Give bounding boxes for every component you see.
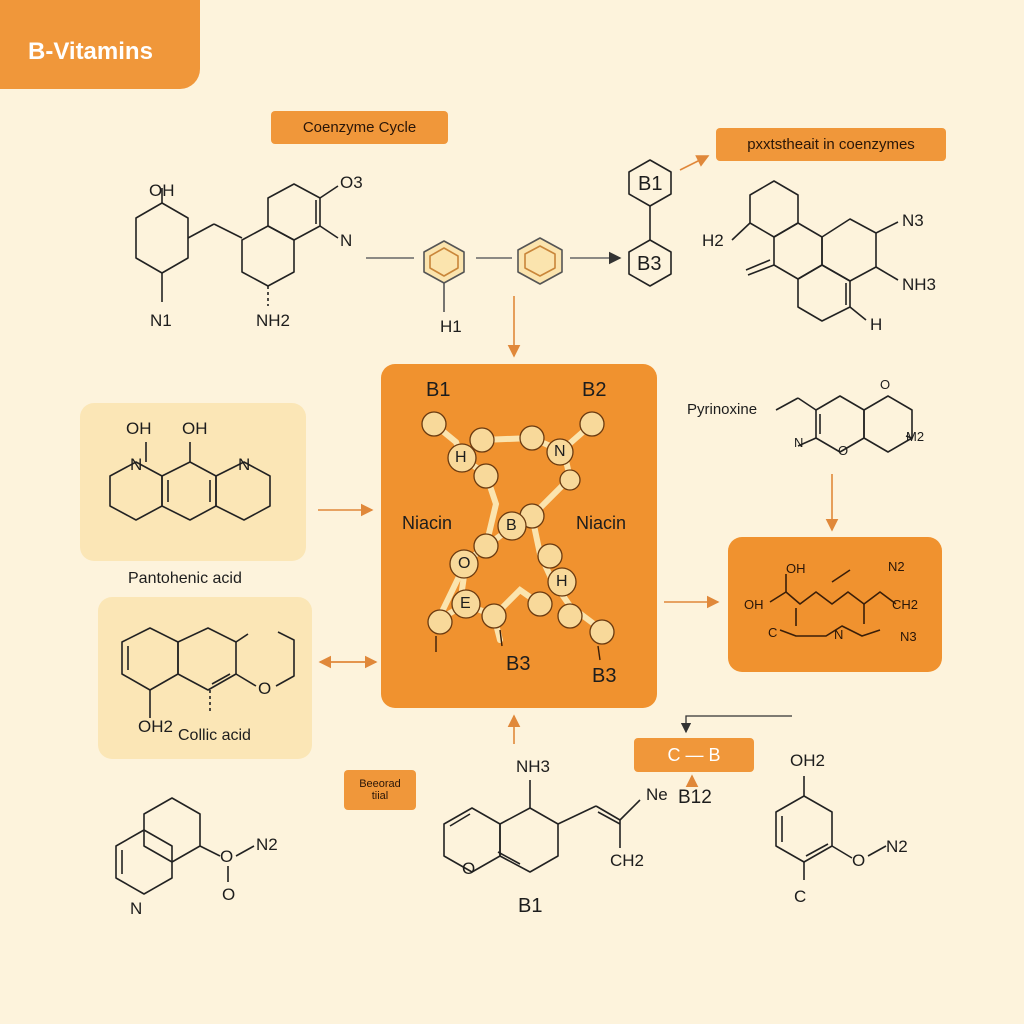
bl-o2-label: O [222,885,236,904]
chain-b3-label: B3 [637,253,662,275]
node-n-label: N [554,443,566,460]
tr-h-label: H [870,315,883,334]
tl-nh2-label: NH2 [256,311,291,330]
bottom-left-molecule [115,797,255,895]
bottom-right-molecule [775,776,887,880]
c-b-label: C — B [667,744,721,765]
tl-oh-label: OH [149,181,175,200]
pan-oh1-label: OH [126,419,152,438]
b1-bottom-label: B1 [518,895,543,917]
central-b3-left-label: B3 [506,653,531,675]
node-e-label: E [460,595,471,612]
coenzyme-box [728,537,942,672]
pyridoxine-name: Pyrinoxine [687,401,758,418]
tl-n1-label: N1 [150,311,172,330]
coenzyme-cycle-label: Coenzyme Cycle [302,119,417,136]
side-note-line2: tiial [371,790,389,802]
node-h2-label: H [556,573,568,590]
bc-ne-label: Ne [646,785,668,804]
box-n3-label: N3 [900,629,917,644]
box-oh2-label: OH [744,597,764,612]
coenzymes-note-tag: pxxtstheait in coenzymes [716,128,946,161]
bl-o1-label: O [220,847,234,866]
br-c-label: C [794,887,807,906]
node-h1-label: H [455,449,467,466]
central-niacin-left: Niacin [402,513,453,533]
b12-label: B12 [678,787,712,808]
node-b-label: B [506,517,517,534]
bl-n2-label: N2 [256,835,278,854]
pantothenic-panel [80,403,306,561]
fol-o-label: O [258,679,272,698]
box-oh1-label: OH [786,561,806,576]
node-o-label: O [458,555,471,572]
side-note-line1: Beeorad [359,777,401,790]
fol-oh2-label: OH2 [138,717,173,736]
box-n2-label: N2 [888,559,905,574]
top-right-molecule [731,180,899,322]
central-b1-label: B1 [426,379,451,401]
coenzyme-cycle-tag: Coenzyme Cycle [271,111,448,144]
pan-n2-label: N [238,455,251,474]
br-oh2-label: OH2 [790,751,825,770]
bc-o-label: O [462,859,476,878]
pyr-o-label: O [880,377,891,392]
folic-name: Collic acid [178,727,251,744]
central-b2-label: B2 [582,379,607,401]
chain-b1-label: B1 [638,173,663,195]
tl-o3-label: O3 [340,173,363,192]
side-note-tag: Beeorad tiial [344,770,416,810]
tr-n3-label: N3 [902,211,924,230]
box-n-label: N [834,627,844,642]
pan-oh2-label: OH [182,419,208,438]
central-niacin-right: Niacin [576,513,627,533]
box-ch2-label: CH2 [892,597,919,612]
bc-nh3-label: NH3 [516,757,551,776]
central-node-structure [421,411,615,661]
pyridoxine-structure [775,395,913,453]
bl-n-label: N [130,899,143,918]
c-b-tag: C — B [634,738,754,772]
pantothenic-name: Pantohenic acid [128,570,242,587]
pan-n1-label: N [130,455,143,474]
chain-h1-label: H1 [440,317,462,336]
pyr-o2-label: O [838,443,849,458]
folic-structure [121,627,295,718]
bc-ch2-label: CH2 [610,851,645,870]
br-n2-label: N2 [886,837,908,856]
br-o-label: O [852,851,866,870]
pyr-n-label: N [794,435,804,450]
box-c-label: C [768,625,778,640]
pantothenic-structure [109,442,271,521]
title-tab: B-Vitamins [0,0,200,89]
central-b3-right-label: B3 [592,665,617,687]
pyr-m2-label: M2 [906,429,925,444]
top-left-molecule [135,183,339,306]
folic-panel [98,597,312,759]
bottom-center-molecule [443,780,641,873]
tr-nh3-label: NH3 [902,275,937,294]
tl-n-label: N [340,231,353,250]
page-title: B-Vitamins [28,38,153,65]
coenzymes-note-label: pxxtstheait in coenzymes [747,136,915,153]
coenzyme-box-structure [769,569,897,637]
tr-h2-label: H2 [702,231,724,250]
